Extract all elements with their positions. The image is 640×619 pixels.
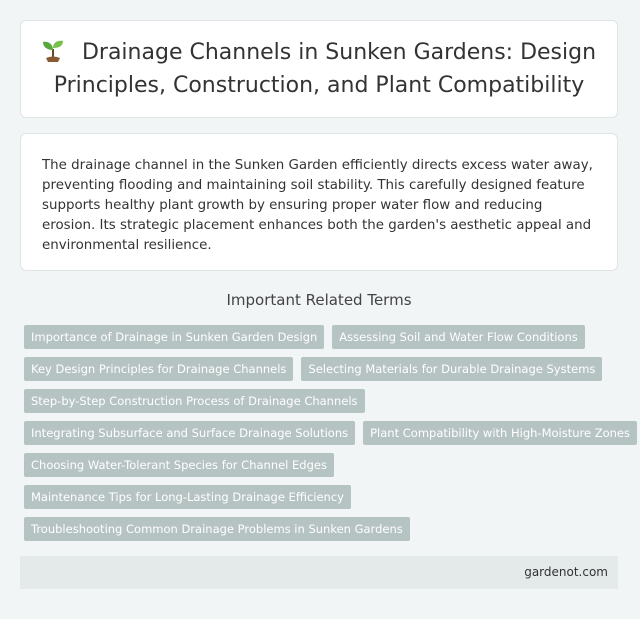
term-row: Step-by-Step Construction Process of Dra…: [24, 389, 620, 413]
description-card: The drainage channel in the Sunken Garde…: [20, 133, 618, 271]
term-row: Key Design Principles for Drainage Chann…: [24, 357, 620, 381]
footer: gardenot.com: [20, 556, 618, 589]
related-term-tag[interactable]: Selecting Materials for Durable Drainage…: [301, 357, 603, 381]
related-term-tag[interactable]: Step-by-Step Construction Process of Dra…: [24, 389, 365, 413]
related-term-tag[interactable]: Importance of Drainage in Sunken Garden …: [24, 325, 325, 349]
related-terms-heading: Important Related Terms: [226, 291, 412, 309]
title-card: Drainage Channels in Sunken Gardens: Des…: [20, 20, 618, 118]
related-term-tag[interactable]: Assessing Soil and Water Flow Conditions: [332, 325, 585, 349]
term-row: Troubleshooting Common Drainage Problems…: [24, 517, 620, 541]
related-term-tag[interactable]: Integrating Subsurface and Surface Drain…: [24, 421, 356, 445]
related-term-tag[interactable]: Choosing Water-Tolerant Species for Chan…: [24, 453, 334, 477]
footer-site-link[interactable]: gardenot.com: [524, 565, 608, 579]
related-term-tag[interactable]: Plant Compatibility with High-Moisture Z…: [363, 421, 637, 445]
related-term-tag[interactable]: Maintenance Tips for Long-Lasting Draina…: [24, 485, 351, 509]
page-title: Drainage Channels in Sunken Gardens: Des…: [37, 38, 601, 101]
seedling-icon: [42, 38, 64, 71]
related-terms-list: Importance of Drainage in Sunken Garden …: [24, 325, 637, 549]
term-row: Importance of Drainage in Sunken Garden …: [24, 325, 620, 349]
term-row: Choosing Water-Tolerant Species for Chan…: [24, 453, 620, 477]
term-row: Maintenance Tips for Long-Lasting Draina…: [24, 485, 620, 509]
term-row: Integrating Subsurface and Surface Drain…: [24, 421, 637, 445]
related-term-tag[interactable]: Troubleshooting Common Drainage Problems…: [24, 517, 410, 541]
description-text: The drainage channel in the Sunken Garde…: [42, 158, 593, 253]
related-term-tag[interactable]: Key Design Principles for Drainage Chann…: [24, 357, 294, 381]
page-title-text: Drainage Channels in Sunken Gardens: Des…: [53, 39, 597, 98]
